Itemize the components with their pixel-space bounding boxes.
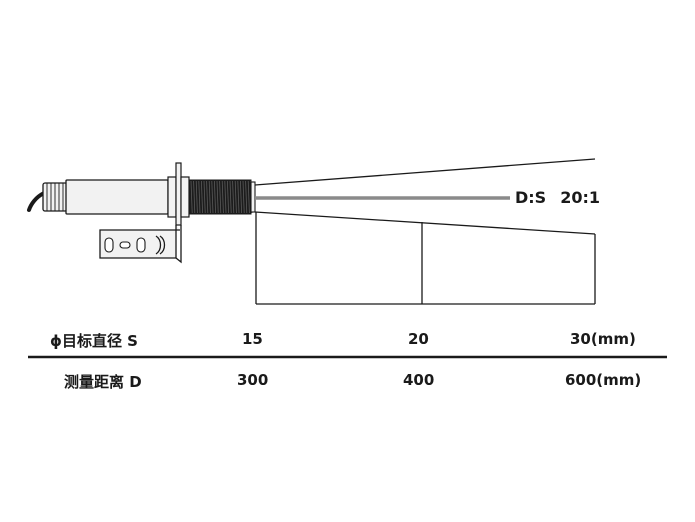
beam-lower-edge [254, 211, 596, 235]
thread-line [203, 180, 206, 214]
thread-line [190, 180, 193, 214]
thread-line [232, 180, 235, 214]
distance-boxes [255, 212, 596, 305]
thread-line [247, 180, 250, 214]
ratio-name: D:S [515, 188, 547, 207]
thread-line [198, 180, 201, 214]
spot-diameter-label: ϕ目标直径 S [50, 332, 138, 350]
sensor-body [65, 179, 169, 215]
sensor-mount-nut [167, 162, 190, 226]
thread-line [242, 180, 245, 214]
thread-line [206, 180, 209, 214]
thread-line [216, 180, 219, 214]
spot-diameter-value-3: 30(mm) [570, 330, 636, 348]
thread-line [229, 180, 232, 214]
thread-line [214, 180, 216, 214]
thread-line [240, 180, 242, 214]
ratio-value: 20:1 [560, 188, 600, 207]
distance-value-3: 600(mm) [565, 371, 642, 389]
thread-line [245, 180, 248, 214]
thread-line [195, 180, 198, 214]
distance-label: 测量距离 D [64, 373, 142, 391]
ratio-label: D:S 20:1 [515, 188, 600, 207]
sensor-rear-cap [42, 182, 68, 212]
thread-line [193, 180, 196, 214]
spot-diameter-value-2: 20 [408, 330, 429, 348]
thread-line [221, 180, 224, 214]
beam-upper-edge [254, 158, 596, 186]
thread-line [219, 180, 222, 214]
thread-line [224, 180, 227, 214]
distance-value-1: 300 [237, 371, 269, 389]
mounting-bracket [99, 225, 182, 264]
thread-line [234, 180, 237, 214]
sensor-threaded-barrel [188, 179, 256, 215]
thread-line [201, 180, 203, 214]
distance-value-2: 400 [403, 371, 435, 389]
thread-line [208, 180, 211, 214]
spot-diameter-value-1: 15 [242, 330, 263, 348]
thread-line [227, 180, 229, 214]
sensor-cable [27, 191, 46, 212]
thread-line [237, 180, 240, 214]
thread-line [211, 180, 214, 214]
